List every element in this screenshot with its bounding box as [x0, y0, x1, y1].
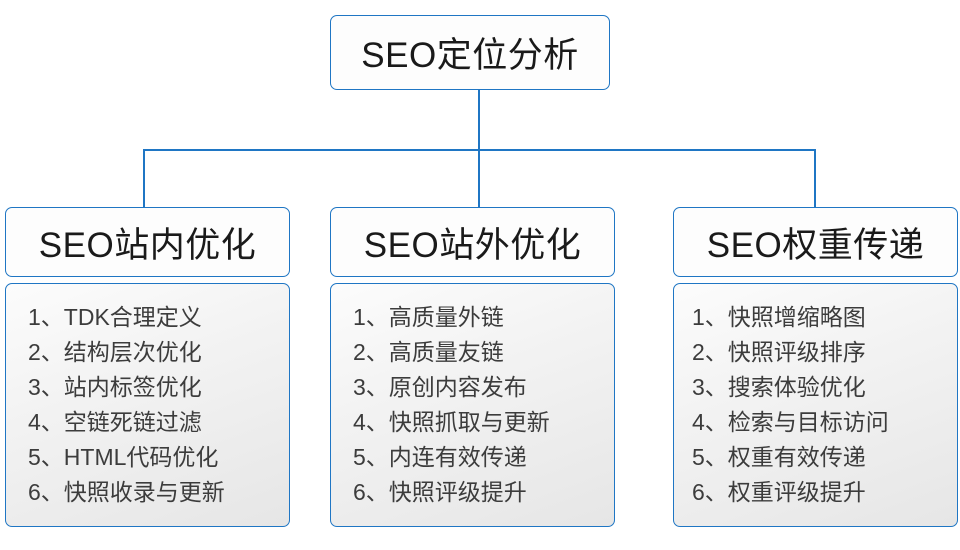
list-item: 3、原创内容发布 — [353, 374, 527, 400]
list-item: 5、内连有效传递 — [353, 444, 527, 470]
list-item: 3、搜索体验优化 — [692, 374, 866, 400]
branch-1-header-label: SEO站内优化 — [38, 225, 257, 265]
root-node[interactable]: SEO定位分析 — [330, 15, 610, 90]
list-item: 4、快照抓取与更新 — [353, 409, 550, 435]
list-item: 2、快照评级排序 — [692, 339, 866, 365]
branch-2-header[interactable]: SEO站外优化 — [330, 207, 615, 277]
connector-branch-2-vertical — [478, 149, 480, 207]
list-item: 2、高质量友链 — [353, 339, 504, 365]
list-item: 1、快照增缩略图 — [692, 304, 866, 330]
branch-2-list: 1、高质量外链 2、高质量友链 3、原创内容发布 4、快照抓取与更新 5、内连有… — [330, 283, 615, 527]
list-item: 3、站内标签优化 — [28, 374, 202, 400]
root-node-label: SEO定位分析 — [361, 36, 579, 75]
list-item: 1、高质量外链 — [353, 304, 504, 330]
connector-branch-1-vertical — [143, 149, 145, 207]
connector-root-vertical — [478, 90, 480, 151]
list-item: 4、空链死链过滤 — [28, 409, 202, 435]
branch-3-list: 1、快照增缩略图 2、快照评级排序 3、搜索体验优化 4、检索与目标访问 5、权… — [673, 283, 958, 527]
list-item: 4、检索与目标访问 — [692, 409, 889, 435]
list-item: 5、权重有效传递 — [692, 444, 866, 470]
connector-branch-3-vertical — [814, 149, 816, 207]
branch-column-2: SEO站外优化 1、高质量外链 2、高质量友链 3、原创内容发布 4、快照抓取与… — [330, 207, 615, 527]
list-item: 6、快照评级提升 — [353, 479, 527, 505]
list-item: 2、结构层次优化 — [28, 339, 202, 365]
list-item: 5、HTML代码优化 — [28, 444, 219, 470]
list-item: 6、快照收录与更新 — [28, 479, 225, 505]
branch-3-header-label: SEO权重传递 — [706, 225, 925, 265]
list-item: 1、TDK合理定义 — [28, 304, 202, 330]
branch-3-header[interactable]: SEO权重传递 — [673, 207, 958, 277]
branch-column-3: SEO权重传递 1、快照增缩略图 2、快照评级排序 3、搜索体验优化 4、检索与… — [673, 207, 958, 527]
list-item: 6、权重评级提升 — [692, 479, 866, 505]
branch-1-list: 1、TDK合理定义 2、结构层次优化 3、站内标签优化 4、空链死链过滤 5、H… — [5, 283, 290, 527]
branch-2-header-label: SEO站外优化 — [363, 225, 582, 265]
branch-column-1: SEO站内优化 1、TDK合理定义 2、结构层次优化 3、站内标签优化 4、空链… — [5, 207, 290, 527]
branch-1-header[interactable]: SEO站内优化 — [5, 207, 290, 277]
